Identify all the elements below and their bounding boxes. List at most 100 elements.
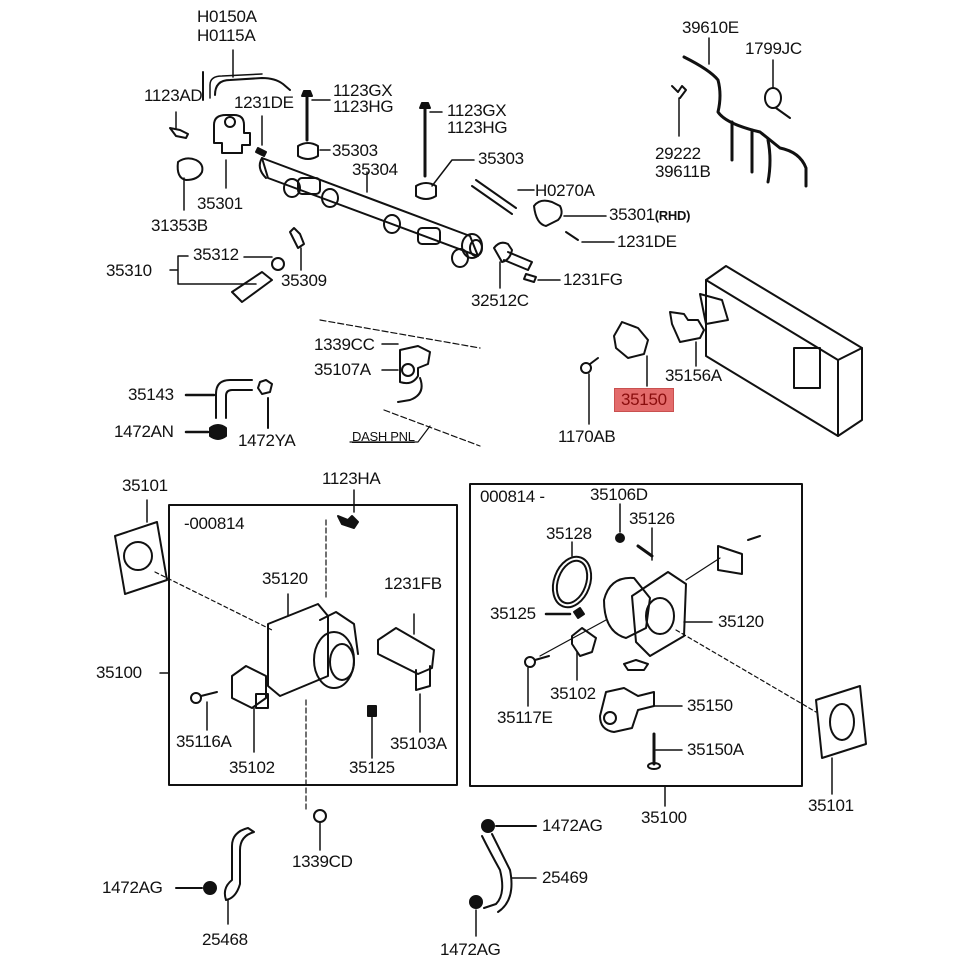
stud-35126 [636,527,654,561]
label-35150-right: 35150 [687,696,733,715]
label-35101-right: 35101 [808,796,854,815]
pressure-regulator-rhd [533,199,615,243]
label-h0150a: H0150A [197,7,257,26]
label-1123gx-b: 1123GX [447,101,507,120]
label-1231de-top: 1231DE [234,93,294,112]
label-35120-left: 35120 [262,569,308,588]
label-h0270a: H0270A [535,181,595,200]
hose-25469 [469,819,537,937]
label-39610e: 39610E [682,18,739,37]
nut-35106d [615,503,625,543]
bolt-1123ha [337,489,359,529]
sensor-35107a [319,319,481,447]
fuel-rail-35304 [258,157,483,268]
gasket-35101-left [114,499,273,631]
label-35126: 35126 [629,509,675,528]
nut-1339cd [313,809,327,851]
label-rhd-note: (RHD) [654,208,691,223]
injector-holder-32512c [493,241,561,289]
insulators-35303 [297,142,475,200]
connector-29222 [671,85,687,137]
sensor-35102-left [231,665,269,753]
label-35100-left: 35100 [96,663,142,682]
label-1123hg-a: 1123HG [333,97,394,116]
label-35102-right: 35102 [550,684,596,703]
o-ring-35128 [551,541,593,609]
label-dash-panel: DASH PNL [352,429,415,444]
label-range-right: 000814 - [480,487,545,506]
label-h0115a: H0115A [197,26,256,45]
bracket-35156a [669,311,705,367]
wiring-harness-39610e [682,37,808,188]
label-35301-rhd: 35301(RHD) [609,206,690,225]
pressure-regulator-35301 [213,114,267,189]
label-35125-right: 35125 [490,604,536,623]
label-1123hg-b: 1123HG [447,118,508,137]
label-1231de-right: 1231DE [617,232,677,251]
spring-35125-right [544,607,585,619]
label-35125-left: 35125 [349,758,395,777]
hose-25468 [175,827,255,925]
bolt-1123ad [169,111,189,139]
label-35304: 35304 [352,160,398,179]
label-25468: 25468 [202,930,248,949]
idle-speed-actuator-35150 [613,321,649,387]
label-31353b: 31353B [151,216,208,235]
label-1231fb: 1231FB [384,574,442,593]
label-1231fg: 1231FG [563,270,623,289]
spring-35125-left [367,705,377,759]
assembly-box-left [168,504,458,786]
label-1472an: 1472AN [114,422,174,441]
label-35106d: 35106D [590,485,648,504]
label-1472ag-left: 1472AG [102,878,163,897]
throttle-body-35120-left [267,519,359,811]
label-25469: 25469 [542,868,588,887]
label-1472ya: 1472YA [238,431,296,450]
vacuum-hose-h0150a [202,49,291,101]
label-35309: 35309 [281,271,327,290]
label-35303-b: 35303 [478,149,524,168]
label-32512c: 32512C [471,291,529,310]
assembly-box-right [469,483,803,787]
clamp-1799jc [764,59,791,119]
throttle-body-35120-right [603,535,817,713]
label-35312: 35312 [193,245,239,264]
label-35150a: 35150A [687,740,744,759]
gasket-small [623,659,649,671]
bolt-1170ab [580,357,599,425]
screw-35116a [190,691,218,731]
label-35150-highlighted[interactable]: 35150 [614,388,674,412]
label-35103a: 35103A [390,734,447,753]
sensor-35102-right [539,619,607,681]
label-35102-left: 35102 [229,758,275,777]
label-35301-rhd-number: 35301 [609,205,655,224]
label-35116a: 35116A [176,732,232,751]
label-35303-a: 35303 [332,141,378,160]
label-35107a: 35107A [314,360,371,379]
gasket-35101-right [815,685,867,795]
clip-35309 [289,227,305,271]
label-35117e: 35117E [497,708,553,727]
label-1123gx-a: 1123GX [333,81,393,100]
label-29222: 29222 [655,144,701,163]
label-39611b: 39611B [655,162,711,181]
idle-valve-35150-right [599,687,683,733]
label-35301: 35301 [197,194,243,213]
injector-35310 [169,255,285,303]
bolts-1123gx [301,90,443,178]
label-1472ag-bottom: 1472AG [440,940,501,959]
label-35100-right: 35100 [641,808,687,827]
hose-h0270a [471,179,535,215]
label-1123ha: 1123HA [322,469,381,488]
label-1472ag-top: 1472AG [542,816,603,835]
label-1339cc: 1339CC [314,335,375,354]
label-1339cd: 1339CD [292,852,353,871]
label-1799jc: 1799JC [745,39,802,58]
label-35128: 35128 [546,524,592,543]
label-1123ad: 1123AD [144,86,203,105]
label-35101-left: 35101 [122,476,168,495]
label-range-left: -000814 [184,514,245,533]
label-35120-right: 35120 [718,612,764,631]
hose-35143 [184,379,273,440]
